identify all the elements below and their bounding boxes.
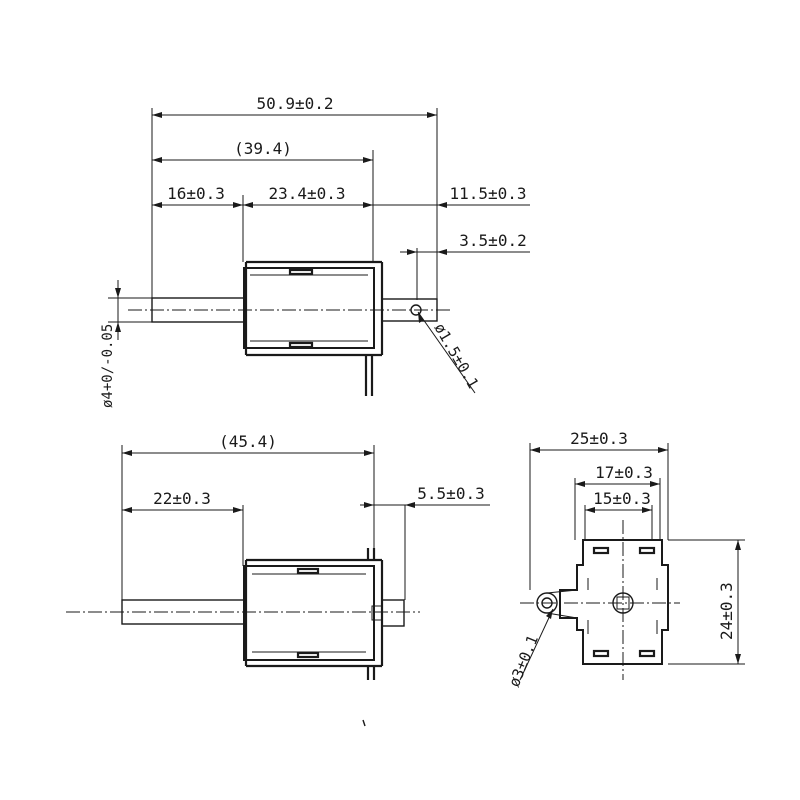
dim-side-shaft: 22±0.3 (122, 489, 243, 513)
dim-overall-length: 50.9±0.2 (152, 94, 437, 118)
dim-label-overall-length: 50.9±0.2 (256, 94, 333, 113)
end-frame (559, 539, 669, 665)
dim-side-overall: (45.4) (122, 432, 374, 456)
dim-label-end-overall-width: 25±0.3 (570, 429, 628, 448)
dim-label-end-height: 24±0.3 (717, 582, 736, 640)
dim-label-left-shaft: 16±0.3 (167, 184, 225, 203)
dim-end-inner-width: 15±0.3 (585, 489, 652, 513)
dim-label-end-middle-width: 17±0.3 (595, 463, 653, 482)
dim-label-shaft-diameter: ø4+0/-0.05 (100, 324, 116, 408)
side-view: (45.4) 22±0.3 5.5±0.3 (66, 432, 490, 727)
dim-label-pin-hole: ø1.5±0.1 (431, 320, 483, 392)
dim-frame-length: (39.4) (152, 139, 373, 163)
dim-label-side-stub: 5.5±0.3 (417, 484, 484, 503)
end-view: 25±0.3 17±0.3 15±0.3 (505, 429, 745, 689)
dim-side-stub: 5.5±0.3 (360, 484, 490, 508)
dim-label-side-overall: (45.4) (219, 432, 277, 451)
dim-chain-top: 16±0.3 23.4±0.3 11.5±0.3 (152, 184, 530, 208)
top-view: 50.9±0.2 (39.4) 16±0.3 23.4±0.3 11.5±0.3 (100, 94, 530, 408)
dim-label-side-shaft: 22±0.3 (153, 489, 211, 508)
dim-label-right-extension: 11.5±0.3 (449, 184, 526, 203)
dim-end-middle-width: 17±0.3 (575, 463, 660, 487)
dim-label-end-inner-width: 15±0.3 (593, 489, 651, 508)
dim-shaft-diameter: ø4+0/-0.05 (100, 280, 152, 408)
dim-pin-hole: ø1.5±0.1 (417, 311, 483, 394)
dim-right-shaft: 3.5±0.2 (400, 231, 530, 255)
dim-end-overall-width: 25±0.3 (530, 429, 668, 453)
dim-label-body-length: 23.4±0.3 (268, 184, 345, 203)
dim-label-right-shaft: 3.5±0.2 (459, 231, 526, 250)
dim-label-mount-hole: ø3±0.1 (505, 633, 542, 690)
dim-label-frame-length: (39.4) (234, 139, 292, 158)
dim-end-height: 24±0.3 (668, 539, 745, 665)
dim-mount-hole: ø3±0.1 (505, 608, 554, 690)
solenoid-body (243, 267, 375, 349)
